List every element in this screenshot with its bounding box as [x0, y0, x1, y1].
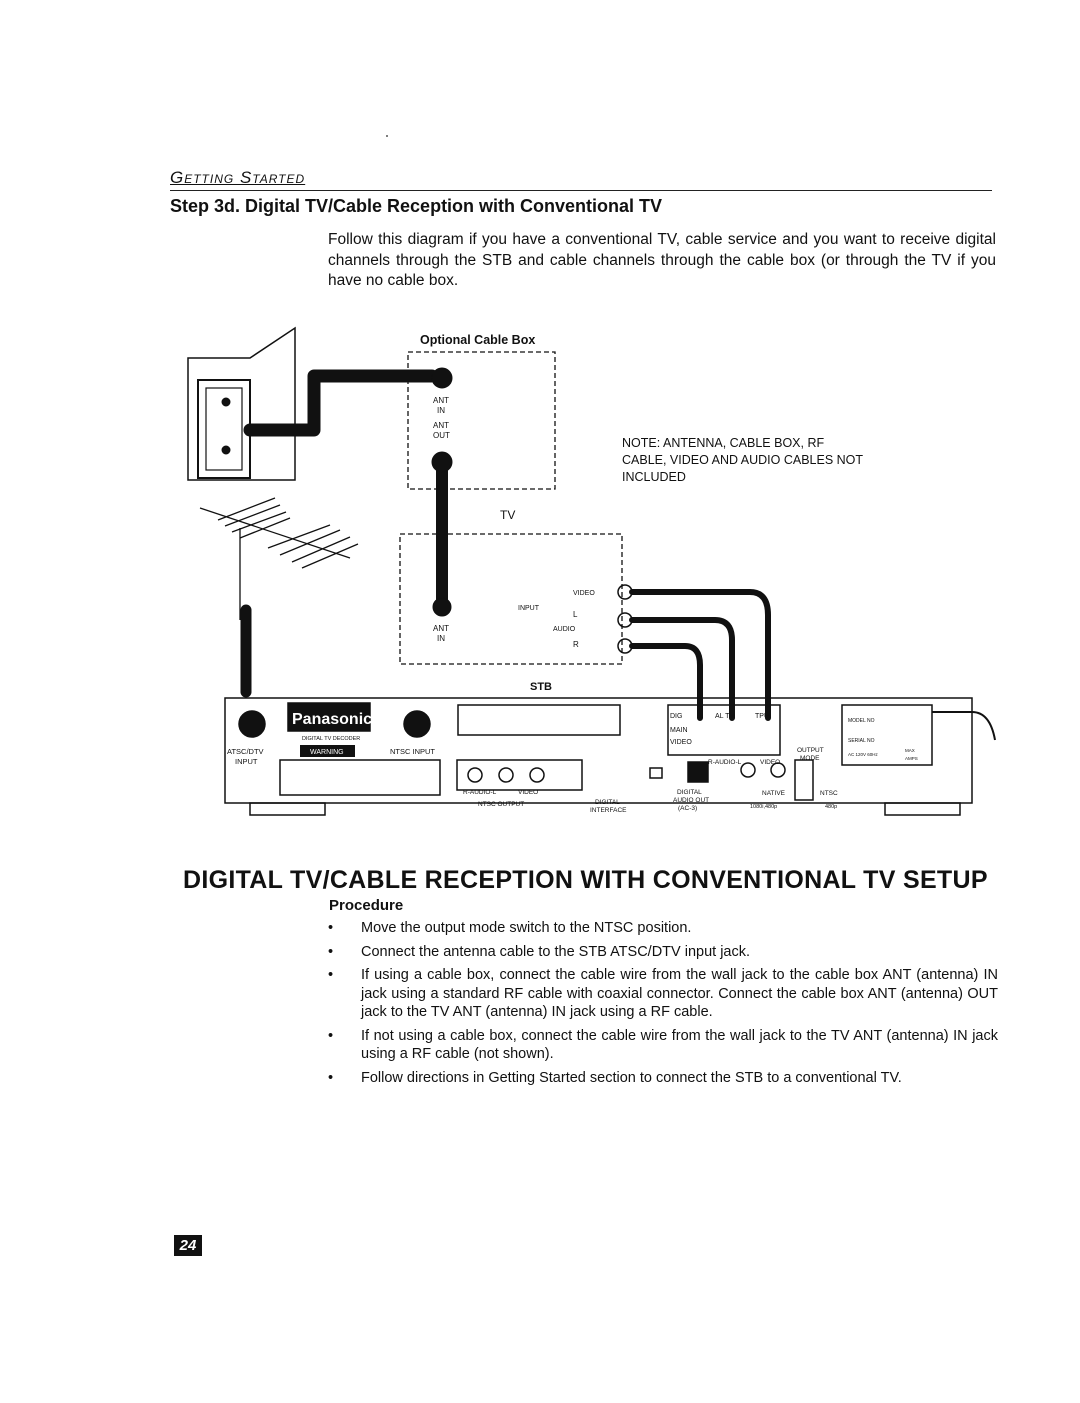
mode-label: MODE — [800, 755, 820, 762]
res-ntsc-label: 480p — [825, 804, 837, 810]
digital-audio-label: DIGITAL — [677, 789, 702, 796]
procedure-list: Move the output mode switch to the NTSC … — [328, 919, 998, 1092]
warning-label: WARNING — [310, 749, 344, 756]
tv-ant-label: ANT — [433, 624, 449, 633]
video-cable — [629, 589, 771, 721]
cable-box-outline — [407, 351, 556, 490]
main-label: MAIN — [670, 727, 688, 734]
tv-audio-l-label: L — [573, 610, 578, 619]
note-line-1: NOTE: ANTENNA, CABLE BOX, RF — [622, 436, 824, 450]
video-label: VIDEO — [518, 789, 538, 796]
tv-input-label: INPUT — [518, 605, 540, 612]
tv-audio-r-label: R — [573, 640, 579, 649]
ant-out-label: ANT — [433, 421, 449, 430]
res-native-label: 1080i,480p — [750, 804, 777, 810]
video-short-label: VIDEO — [670, 739, 692, 746]
header-rule — [170, 190, 992, 191]
speck — [386, 135, 388, 137]
stb-video-label: VIDEO — [760, 759, 780, 766]
tv-audio-label: AUDIO — [553, 626, 576, 633]
ant-out-label-2: OUT — [433, 431, 450, 440]
ac-rating-label: AC 120V 60Hz — [848, 752, 879, 757]
amps-label: AMPS — [905, 756, 918, 761]
procedure-step: Follow directions in Getting Started sec… — [328, 1069, 998, 1088]
max-label: MAX — [905, 748, 915, 753]
ntsc-label: NTSC — [820, 790, 838, 797]
dig-label: DIG — [670, 713, 682, 720]
atsc-label: ATSC/DTV — [227, 747, 264, 756]
stb-rear-panel — [224, 697, 996, 816]
tv-outline — [399, 533, 623, 665]
procedure-heading: Procedure — [329, 897, 404, 914]
note-line-2: CABLE, VIDEO AND AUDIO CABLES NOT — [622, 453, 863, 467]
audio-out-label: AUDIO OUT — [673, 797, 709, 804]
cable-box-label: Optional Cable Box — [420, 333, 535, 347]
ant-in-connector-icon — [431, 367, 453, 389]
ant-in-label: ANT — [433, 396, 449, 405]
al-tv-label: AL TV — [715, 713, 734, 720]
audio-l-cable — [629, 617, 735, 721]
decoder-label: DIGITAL TV DECODER — [302, 736, 360, 742]
intro-paragraph: Follow this diagram if you have a conven… — [328, 231, 996, 289]
tpu-label: TPU — [755, 713, 769, 720]
wall-plate — [187, 326, 296, 481]
digital-interface-label-2: INTERFACE — [590, 807, 627, 814]
native-label: NATIVE — [762, 790, 786, 797]
page-number: 24 — [174, 1235, 202, 1256]
procedure-step: If not using a cable box, connect the ca… — [328, 1027, 998, 1064]
atsc-input-label: INPUT — [235, 757, 258, 766]
audio-r-cable — [629, 643, 703, 721]
serial-no-label: SERIAL NO — [848, 738, 875, 744]
procedure-step: Connect the antenna cable to the STB ATS… — [328, 943, 998, 962]
tv-in-label: IN — [437, 634, 445, 643]
ac3-label: (AC-3) — [678, 805, 697, 812]
ant-out-connector-icon — [431, 451, 453, 473]
digital-interface-label: DIGITAL — [595, 799, 620, 806]
tv-label: TV — [500, 508, 515, 522]
connection-diagram: Optional Cable Box ANT IN ANT OUT NOTE: … — [187, 326, 996, 816]
antenna — [199, 497, 359, 620]
brand-logo: Panasonic — [292, 711, 372, 728]
ant-in-label-2: IN — [437, 406, 445, 415]
tv-ant-in-connector-icon — [432, 597, 452, 617]
procedure-step: If using a cable box, connect the cable … — [328, 966, 998, 1022]
wall-to-cablebox-cable — [243, 369, 439, 437]
tv-av-jacks-icon — [617, 584, 633, 654]
tv-video-label: VIDEO — [573, 590, 595, 597]
stb-label: STB — [530, 681, 552, 693]
step-title: Step 3d. Digital TV/Cable Reception with… — [170, 196, 663, 216]
r-audio-l-label: R-AUDIO-L — [463, 789, 497, 796]
main-heading: Digital TV/Cable Reception with Conventi… — [183, 866, 988, 894]
procedure-step: Move the output mode switch to the NTSC … — [328, 919, 998, 938]
note-line-3: INCLUDED — [622, 470, 686, 484]
ntsc-input-label: NTSC INPUT — [390, 747, 435, 756]
output-label: OUTPUT — [797, 747, 824, 754]
stb-r-audio-l-label: R-AUDIO-L — [708, 759, 742, 766]
model-no-label: MODEL NO — [848, 718, 875, 724]
ntsc-output-label: NTSC OUTPUT — [478, 801, 524, 808]
section-header: Getting Started — [170, 168, 306, 187]
